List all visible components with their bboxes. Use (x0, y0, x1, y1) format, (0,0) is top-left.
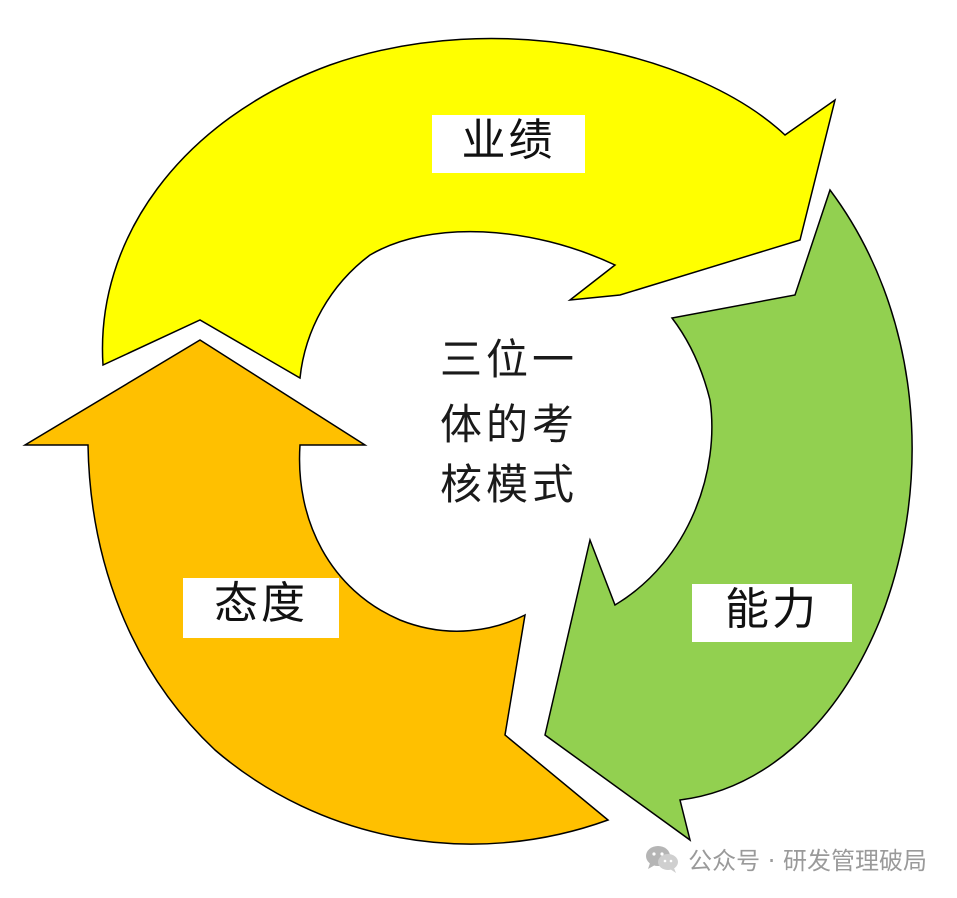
center-title-line-3: 核模式 (440, 460, 579, 509)
ability-label: 能力 (692, 584, 852, 642)
center-title-line-1: 三位一 (440, 335, 579, 384)
ability-arrow (544, 188, 913, 842)
watermark-text: 公众号 · 研发管理破局 (688, 847, 927, 875)
center-title-line-2: 体的考 (440, 400, 579, 449)
wechat-icon (646, 845, 679, 873)
attitude-label: 态度 (183, 578, 339, 638)
performance-label: 业绩 (432, 115, 585, 173)
watermark: 公众号 · 研发管理破局 (644, 841, 927, 876)
performance-arrow (101, 37, 837, 380)
